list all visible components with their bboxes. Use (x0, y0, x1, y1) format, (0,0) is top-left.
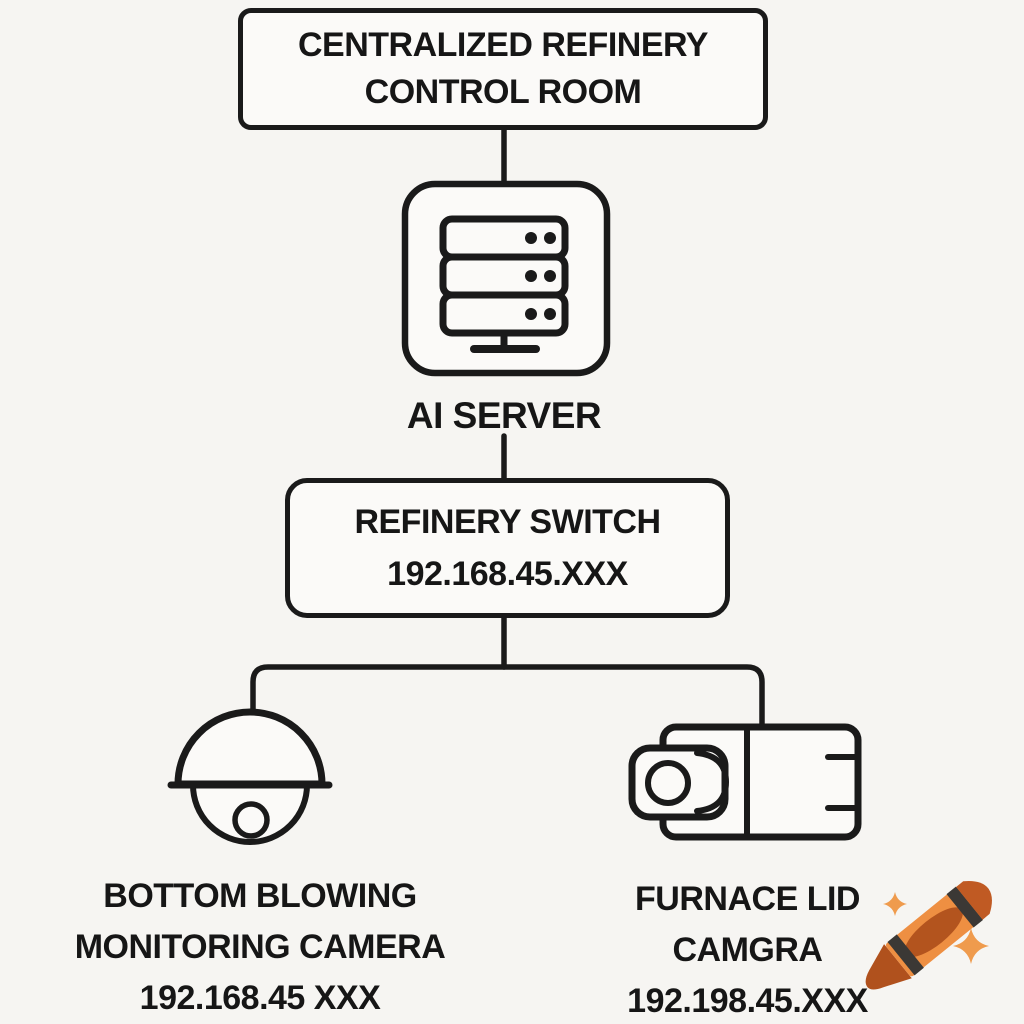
crayon-end-cap (956, 881, 992, 920)
refinery-switch-ip: 192.168.45.XXX (387, 555, 628, 593)
connector-branch-cameras (250, 664, 765, 731)
refinery-switch-node: REFINERY SWITCH 192.168.45.XXX (285, 478, 730, 618)
server-rack-icon (401, 180, 611, 377)
furnace-lid-camera-label: FURNACE LID CAMGRA 192.198.45.XXX (510, 874, 985, 1024)
dome-camera-icon (167, 708, 333, 845)
bottom-blowing-camera-line1: BOTTOM BLOWING (103, 877, 417, 915)
crayon-label-oval (904, 907, 963, 958)
crayon-icon (865, 881, 992, 990)
bottom-blowing-camera-line2: MONITORING CAMERA (74, 928, 446, 966)
box-camera-lens-barrel (694, 750, 729, 814)
server-led-dots (525, 232, 556, 320)
crayon-band (887, 934, 924, 976)
control-room-node: CENTRALIZED REFINERY CONTROL ROOM (238, 8, 768, 130)
sparkle-icon (953, 928, 989, 964)
box-camera-lens (645, 760, 691, 806)
connector-lines (250, 127, 765, 731)
control-room-label-line2: CONTROL ROOM (364, 73, 642, 111)
dome-camera-lens (232, 801, 270, 839)
bottom-blowing-camera-ip: 192.168.45 XXX (139, 979, 381, 1017)
ai-server-label: AI SERVER (406, 395, 602, 436)
refinery-switch-name: REFINERY SWITCH (354, 503, 661, 541)
dome-camera-dome (174, 708, 326, 788)
furnace-lid-camera-line2: CAMGRA (672, 931, 823, 969)
control-room-label-line1: CENTRALIZED REFINERY (298, 26, 708, 64)
sparkle-icon (883, 892, 907, 916)
bottom-blowing-camera-label: BOTTOM BLOWING MONITORING CAMERA 192.168… (20, 871, 500, 1024)
furnace-lid-camera-line1: FURNACE LID (635, 880, 860, 918)
crayon-tip (865, 944, 912, 990)
box-camera-icon (628, 723, 862, 841)
crayon-band (946, 886, 983, 928)
furnace-lid-camera-ip: 192.198.45.XXX (627, 982, 868, 1020)
